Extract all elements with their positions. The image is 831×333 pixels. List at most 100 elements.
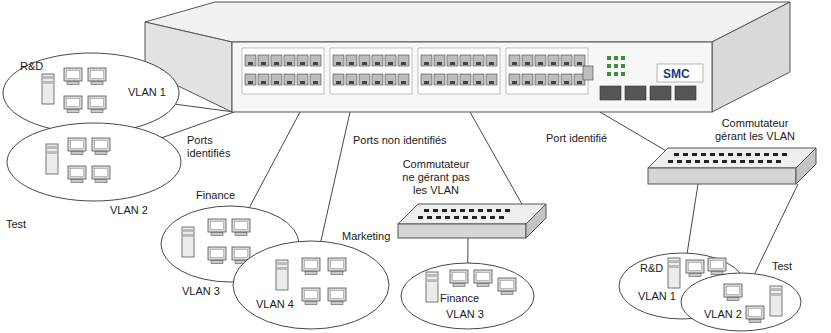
port-dot: [773, 153, 778, 156]
group-label: Finance: [196, 189, 235, 202]
rj45-port: [509, 74, 520, 85]
port-dot: [463, 216, 468, 219]
computer-base: [91, 82, 103, 85]
computer-screen: [749, 309, 762, 317]
shape-outline: [648, 148, 816, 184]
computer-base: [305, 272, 317, 275]
computer-screen: [91, 71, 104, 79]
port-dot: [713, 160, 718, 163]
console-port: [583, 66, 593, 80]
port-latch: [577, 81, 582, 84]
computer-screen: [453, 273, 466, 281]
vlan-group: R&DVLAN 1: [2, 52, 180, 134]
port-latch: [261, 81, 266, 84]
sfp-slot: [600, 86, 621, 100]
vlan-group: MarketingVLAN 4: [232, 240, 390, 330]
logo-plate: [657, 64, 703, 82]
port-dot: [445, 216, 450, 219]
sfp-slot: [625, 86, 646, 100]
computer-icon: [64, 68, 82, 81]
group-label: Finance: [440, 292, 479, 305]
port-dot: [487, 209, 492, 212]
port-latch: [287, 81, 292, 84]
computer-icon: [708, 258, 726, 271]
server-icon: [42, 74, 54, 104]
shape-outline: [232, 240, 390, 330]
shape-outline: [398, 204, 546, 238]
rj45-port: [434, 74, 445, 85]
group-label: Test: [6, 218, 26, 231]
network-link: [249, 112, 300, 208]
shape-outline: [6, 122, 182, 202]
computer-base: [749, 320, 761, 323]
port-latch: [450, 62, 455, 65]
port-block: [506, 48, 588, 94]
computer-base: [67, 82, 79, 85]
group-label: Marketing: [342, 230, 390, 243]
server-bay: [277, 262, 287, 265]
computer-icon: [64, 96, 82, 109]
port-latch: [476, 62, 481, 65]
shape-outline: [680, 272, 802, 332]
computer-base: [477, 284, 489, 287]
port-dot: [731, 160, 736, 163]
port-latch: [512, 81, 517, 84]
rj45-port: [245, 55, 256, 66]
rj45-port: [284, 74, 295, 85]
status-led: [614, 64, 618, 68]
server-icon: [276, 260, 288, 290]
vlan-group: FinanceVLAN 3: [400, 262, 535, 330]
computer-base: [91, 110, 103, 113]
rj45-port: [310, 55, 321, 66]
port-dot: [749, 160, 754, 163]
computer-screen: [95, 141, 108, 149]
port-latch: [551, 81, 556, 84]
port-latch: [248, 81, 253, 84]
computer-screen: [501, 281, 514, 289]
rj45-port: [548, 74, 559, 85]
sfp-slot: [675, 86, 696, 100]
rj45-port: [486, 55, 497, 66]
vlan-aware-switch: Commutateur gérant les VLAN: [648, 148, 816, 184]
rj45-port: [486, 74, 497, 85]
port-latch: [401, 81, 406, 84]
switch-top-face: [648, 148, 816, 168]
port-latch: [313, 62, 318, 65]
computer-icon: [474, 270, 492, 283]
computer-icon: [232, 247, 250, 260]
port-latch: [349, 81, 354, 84]
sfp-slot: [650, 86, 671, 100]
port-dot: [683, 153, 688, 156]
port-dot: [692, 153, 697, 156]
device-caption: Commutateur gérant les VLAN: [710, 117, 800, 143]
port-latch: [463, 62, 468, 65]
rj45-port: [473, 74, 484, 85]
computer-screen: [67, 99, 80, 107]
port-latch: [424, 81, 429, 84]
group-ellipse: [401, 263, 534, 329]
port-latch: [274, 81, 279, 84]
rj45-port: [284, 55, 295, 66]
server-bay: [47, 151, 57, 154]
port-latch: [349, 62, 354, 65]
computer-screen: [305, 261, 318, 269]
network-link: [467, 238, 468, 263]
port-latch: [463, 81, 468, 84]
computer-icon: [68, 138, 86, 151]
rj45-port: [509, 55, 520, 66]
port-latch: [261, 62, 266, 65]
server-bay: [277, 267, 287, 270]
port-latch: [375, 62, 380, 65]
computer-icon: [724, 284, 742, 297]
port-dot: [451, 209, 456, 212]
server-bay: [183, 234, 193, 237]
computer-icon: [92, 166, 110, 179]
group-ellipse: [233, 241, 389, 329]
port-latch: [388, 81, 393, 84]
unmanaged-switch: Commutateur ne gérant pas les VLAN: [398, 204, 546, 238]
computer-base: [71, 180, 83, 183]
rj45-port: [447, 55, 458, 66]
computer-base: [501, 292, 513, 295]
server-bay: [43, 81, 53, 84]
server-icon: [46, 144, 58, 174]
